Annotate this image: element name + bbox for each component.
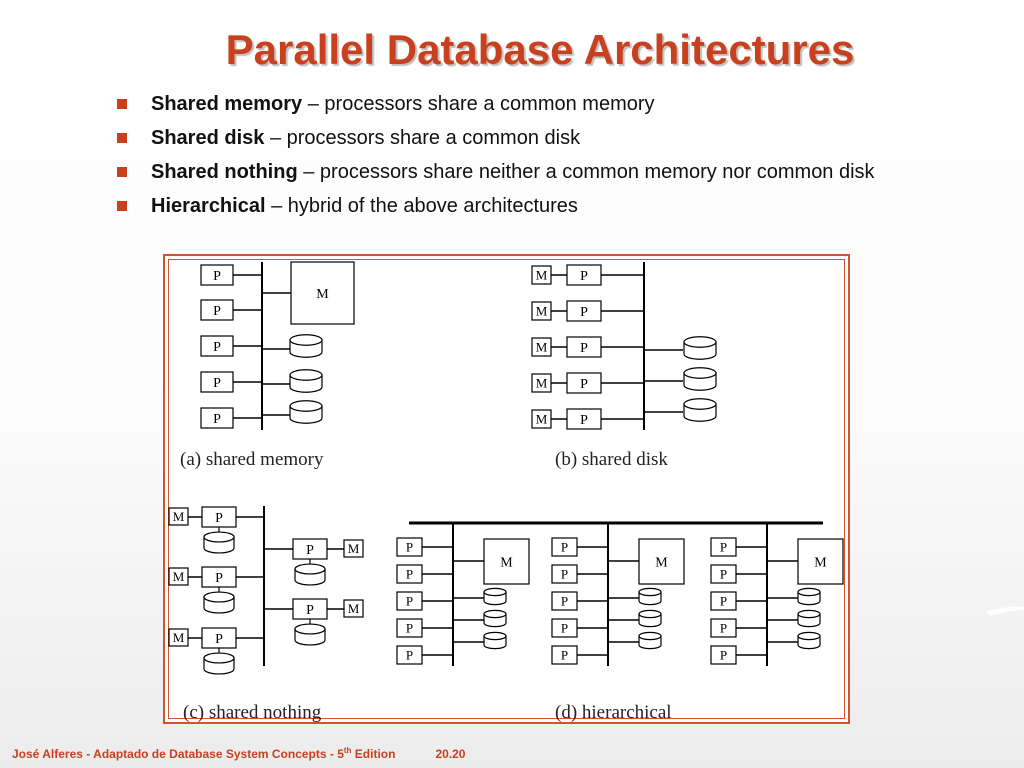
memory-box-label: M — [536, 268, 548, 283]
disk-top-icon — [483, 631, 507, 641]
memory-box-label: M — [536, 304, 548, 319]
processor-box-label: P — [306, 603, 314, 618]
figure-inner-border — [168, 259, 845, 719]
bullet-text: – processors share a common disk — [264, 127, 581, 149]
memory-box-label: M — [655, 555, 668, 570]
disk-top-icon — [797, 609, 821, 619]
processor-box-label: P — [580, 269, 588, 284]
processor-box-label: P — [213, 340, 221, 355]
disk-top-icon — [683, 398, 717, 410]
processor-box-label: P — [580, 413, 588, 428]
diagram-caption: (d) hierarchical — [555, 702, 672, 723]
processor-box-label: P — [580, 377, 588, 392]
processor-box-label: P — [580, 341, 588, 356]
disk-top-icon — [483, 609, 507, 619]
bullet-square-icon — [117, 201, 127, 211]
memory-box-label: M — [173, 569, 185, 584]
disk-top-icon — [289, 334, 323, 346]
bullet-term: Hierarchical — [151, 195, 266, 217]
memory-box — [483, 538, 530, 585]
disk-top-icon — [289, 400, 323, 412]
disk-top-icon — [289, 369, 323, 381]
diagram-caption: (a) shared memory — [180, 449, 324, 470]
disk-top-icon — [638, 631, 662, 641]
processor-box-label: P — [213, 304, 221, 319]
bullet-item: Shared memory – processors share a commo… — [112, 92, 932, 116]
processor-box-label: P — [406, 594, 413, 609]
bullet-item: Shared disk – processors share a common … — [112, 126, 932, 150]
processor-box-label: P — [215, 632, 223, 647]
memory-box-label: M — [536, 376, 548, 391]
bullet-list: Shared memory – processors share a commo… — [112, 92, 932, 228]
processor-box-label: P — [406, 648, 413, 663]
memory-box — [343, 539, 364, 558]
bullet-square-icon — [117, 99, 127, 109]
processor-box-label: P — [561, 594, 568, 609]
bullet-text: – processors share neither a common memo… — [297, 161, 875, 183]
processor-box-label: P — [213, 269, 221, 284]
disk-top-icon — [294, 623, 326, 635]
bullet-text: – processors share a common memory — [302, 93, 655, 115]
processor-box-label: P — [406, 540, 413, 555]
decorative-swoosh-icon — [985, 606, 1024, 616]
memory-box-label: M — [500, 555, 513, 570]
disk-top-icon — [683, 336, 717, 348]
processor-box-label: P — [561, 540, 568, 555]
memory-box — [638, 538, 685, 585]
bullet-text: – hybrid of the above architectures — [265, 195, 578, 217]
memory-box — [343, 599, 364, 618]
disk-top-icon — [483, 587, 507, 597]
bullet-term: Shared memory — [151, 93, 303, 115]
processor-box-label: P — [720, 621, 727, 636]
memory-box-label: M — [173, 509, 185, 524]
memory-box-label: M — [348, 541, 360, 556]
disk-top-icon — [203, 591, 235, 603]
processor-box-label: P — [720, 594, 727, 609]
processor-box-label: P — [215, 571, 223, 586]
processor-box-label: P — [580, 305, 588, 320]
footer: José Alferes - Adaptado de Database Syst… — [12, 746, 465, 761]
processor-box-label: P — [561, 621, 568, 636]
bullet-item: Shared nothing – processors share neithe… — [112, 160, 932, 184]
bullet-square-icon — [117, 167, 127, 177]
processor-box-label: P — [561, 567, 568, 582]
disk-top-icon — [797, 587, 821, 597]
disk-top-icon — [797, 631, 821, 641]
disk-top-icon — [294, 563, 326, 575]
processor-box-label: P — [306, 543, 314, 558]
memory-box — [290, 261, 355, 325]
bullet-item: Hierarchical – hybrid of the above archi… — [112, 194, 932, 218]
footer-credit: José Alferes - Adaptado de Database Syst… — [12, 746, 396, 761]
memory-box-label: M — [173, 630, 185, 645]
memory-box-label: M — [814, 555, 827, 570]
disk-top-icon — [638, 609, 662, 619]
processor-box-label: P — [720, 567, 727, 582]
processor-box-label: P — [406, 567, 413, 582]
processor-box-label: P — [215, 511, 223, 526]
processor-box-label: P — [213, 376, 221, 391]
processor-box-label: P — [561, 648, 568, 663]
memory-box-label: M — [536, 340, 548, 355]
bullet-square-icon — [117, 133, 127, 143]
memory-box-label: M — [348, 601, 360, 616]
disk-top-icon — [203, 531, 235, 543]
slide-title: Parallel Database Architectures — [225, 26, 855, 73]
bullet-term: Shared nothing — [151, 161, 298, 183]
processor-box-label: P — [213, 412, 221, 427]
diagram-caption: (c) shared nothing — [183, 702, 322, 723]
bullet-term: Shared disk — [151, 127, 265, 149]
disk-top-icon — [203, 652, 235, 664]
processor-box-label: P — [720, 648, 727, 663]
diagram-caption: (b) shared disk — [555, 449, 668, 470]
memory-box-label: M — [536, 412, 548, 427]
processor-box-label: P — [406, 621, 413, 636]
memory-box-label: M — [316, 287, 329, 302]
processor-box-label: P — [720, 540, 727, 555]
disk-top-icon — [683, 367, 717, 379]
disk-top-icon — [638, 587, 662, 597]
page-number: 20.20 — [435, 747, 466, 761]
